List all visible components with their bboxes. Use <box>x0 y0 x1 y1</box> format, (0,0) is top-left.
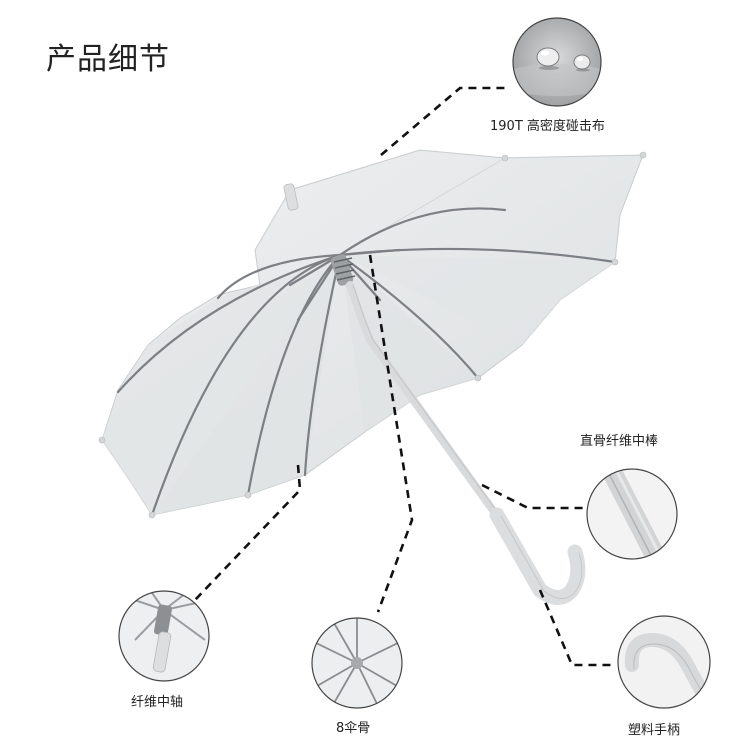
umbrella-canopy <box>101 149 644 516</box>
page-title: 产品细节 <box>46 42 170 77</box>
umbrella-runner <box>330 254 356 286</box>
label-center-shaft: 纤维中轴 <box>131 695 184 710</box>
label-fabric: 190T 高密度碰击布 <box>490 119 605 134</box>
umbrella-top-tip <box>283 183 299 211</box>
leader-lines <box>194 86 614 667</box>
detail-circle-shaft <box>586 468 678 560</box>
umbrella-shaft <box>346 281 504 524</box>
label-handle: 塑料手柄 <box>628 723 681 738</box>
water-drop-icon <box>573 54 591 70</box>
detail-circle-handle <box>617 615 711 709</box>
umbrella-handle <box>489 507 586 605</box>
detail-circle-ribs <box>311 617 403 709</box>
label-ribs: 8伞骨 <box>336 721 371 736</box>
water-drop-icon <box>536 47 560 67</box>
detail-circle-fabric <box>512 17 602 107</box>
detail-circle-center-shaft <box>118 590 210 682</box>
rib-tips <box>98 151 647 519</box>
label-shaft: 直骨纤维中棒 <box>580 434 659 449</box>
